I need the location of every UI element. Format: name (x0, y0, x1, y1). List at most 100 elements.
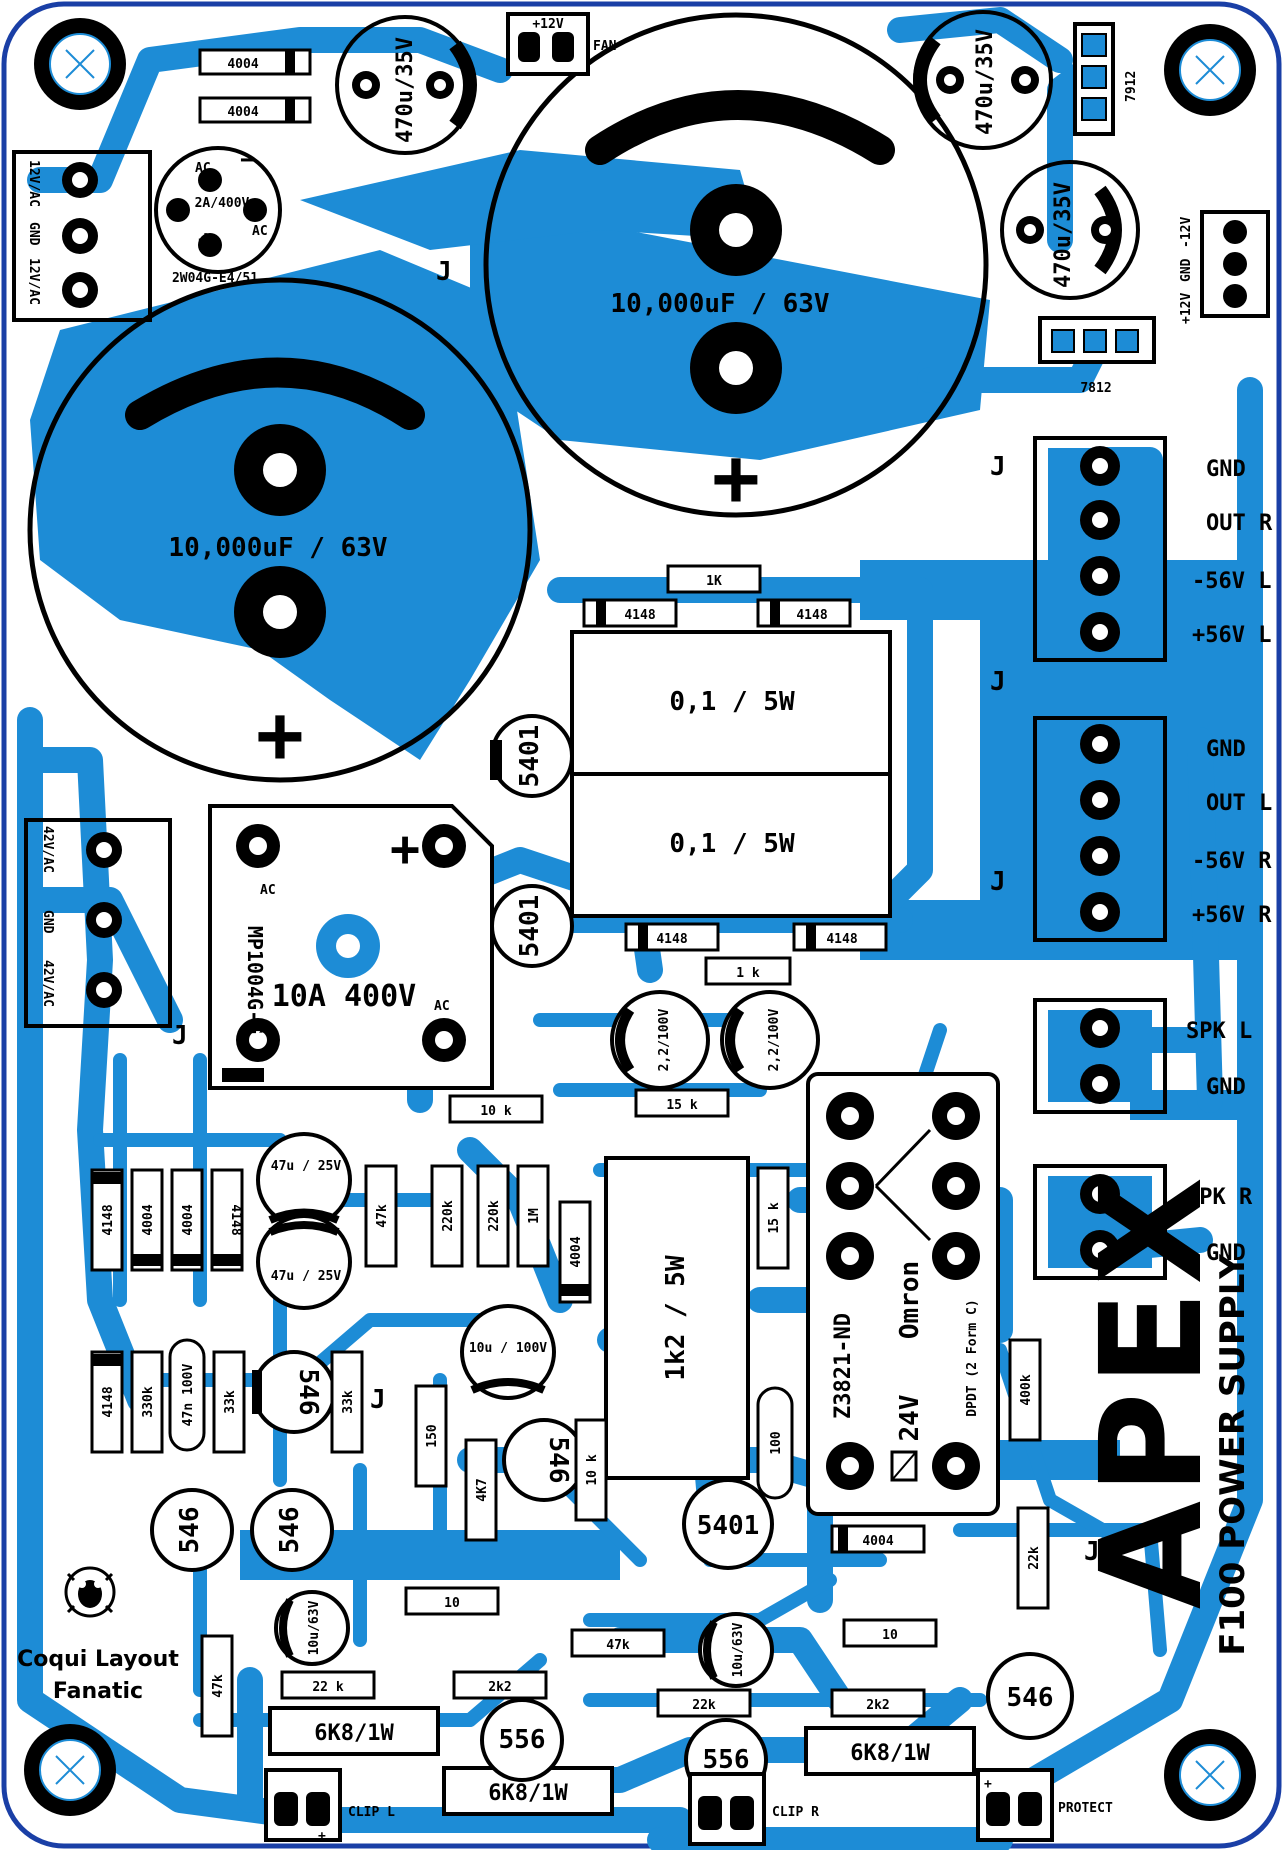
diode-4004-top-a: 4004 (198, 48, 312, 76)
resistor-1k-mid: 1 k (704, 956, 792, 986)
svg-text:10: 10 (444, 1596, 460, 1611)
svg-text:33k: 33k (223, 1390, 238, 1414)
svg-text:330k: 330k (141, 1386, 156, 1417)
regulator-7912: 7912 (1073, 22, 1139, 136)
connector-amp-1: GND OUT R -56V L +56V L (1033, 436, 1273, 662)
capacitor-470u-right: 470u/35V (1000, 160, 1140, 300)
svg-text:400k: 400k (1019, 1374, 1034, 1405)
silkscreen-layer: 10,000uF / 63V + 10,000uF / 63V + 470u/3… (12, 10, 1273, 1846)
diode-5401-b: 5401 (490, 884, 574, 968)
svg-text:7812: 7812 (1080, 381, 1111, 396)
svg-text:4148: 4148 (796, 608, 827, 623)
mounting-hole-bottom-left (24, 1724, 116, 1816)
svg-text:+: + (318, 1829, 326, 1844)
svg-text:546: 546 (293, 1369, 323, 1416)
svg-text:47k: 47k (375, 1204, 390, 1228)
jumper-labels: J J J J J J J (172, 257, 1100, 1567)
resistor-47k-a: 47k (364, 1164, 398, 1268)
diode-4148-top-a: 4148 (582, 598, 678, 628)
svg-text:10 k: 10 k (585, 1454, 600, 1485)
svg-text:15 k: 15 k (767, 1202, 782, 1233)
connector-aux-out: +12V GND -12V (1179, 210, 1270, 324)
svg-text:47u / 25V: 47u / 25V (271, 1269, 342, 1284)
connector-spk-r: SPK R GND (1033, 1164, 1253, 1280)
connector-ac-in-bottom: 42V/AC GND 42V/AC (24, 818, 172, 1028)
fan-pin-label: +12V (532, 17, 563, 32)
amp1-pin-2: OUT R (1206, 511, 1273, 536)
resistor-22k-a: 22 k (280, 1670, 376, 1700)
mounting-hole-top-left (34, 18, 126, 110)
svg-text:4004: 4004 (227, 57, 258, 72)
amp2-pin-2: OUT L (1206, 791, 1272, 816)
diode-4004-left-a: 4004 (130, 1168, 164, 1272)
resistor-1k-top: 1K (666, 564, 762, 594)
svg-text:GND: GND (1179, 258, 1194, 282)
resistor-33k-a: 33k (212, 1350, 246, 1454)
bridge-rectifier-small: AC AC − + 2A/400V 2W04G-E4/51 (154, 145, 282, 286)
svg-text:47k: 47k (211, 1674, 226, 1698)
svg-text:22k: 22k (1027, 1546, 1042, 1570)
capacitor-10u-100v: 10u / 100V (460, 1304, 556, 1400)
svg-text:6K8/1W: 6K8/1W (488, 1781, 568, 1806)
svg-text:AC: AC (260, 883, 276, 898)
diode-4004-top-b: 4004 (198, 96, 312, 124)
regulator-7812: 7812 (1038, 316, 1156, 396)
svg-text:10A 400V: 10A 400V (272, 979, 417, 1014)
resistor-330k: 330k (130, 1350, 164, 1454)
resistor-1m: 1M (516, 1164, 550, 1268)
svg-text:10u/63V: 10u/63V (731, 1622, 746, 1677)
amp1-pin-4: +56V L (1192, 623, 1271, 648)
transistor-546-b: 546 (502, 1418, 586, 1502)
fan-connector: +12V FAN (506, 12, 617, 76)
bridge-big-plus: + (390, 820, 420, 878)
resistor-22k-b: 22k (656, 1688, 752, 1718)
resistor-33k-b: 33k (330, 1350, 364, 1454)
clip-l-label: CLIP L (348, 1805, 395, 1820)
amp2-pin-1: GND (1206, 737, 1246, 762)
resistor-2k2-a: 2k2 (452, 1670, 548, 1700)
big-cap-left-label: 10,000uF / 63V (168, 533, 387, 563)
svg-text:SPK L: SPK L (1186, 1019, 1252, 1044)
diode-5401-c: 5401 (682, 1478, 774, 1570)
svg-text:4148: 4148 (101, 1386, 116, 1417)
bridge-small-plus: + (198, 225, 214, 255)
svg-text:J: J (990, 867, 1006, 897)
resistor-10-b: 10 (842, 1618, 938, 1648)
svg-text:10u/63V: 10u/63V (307, 1600, 322, 1655)
bridge-small-ac1: AC (195, 161, 211, 176)
svg-text:42V/AC: 42V/AC (40, 826, 55, 873)
diode-4148-left-a: 4148 (90, 1168, 124, 1272)
mounting-hole-top-right (1164, 24, 1256, 116)
svg-text:4148: 4148 (826, 932, 857, 947)
svg-text:12V/AC: 12V/AC (26, 258, 41, 305)
svg-text:42V/AC: 42V/AC (40, 960, 55, 1007)
protect-label: PROTECT (1058, 1801, 1113, 1816)
capacitor-470u-top-right: 470u/35V (913, 10, 1053, 150)
svg-text:15 k: 15 k (666, 1098, 697, 1113)
resistor-47k-c: 47k (200, 1634, 234, 1738)
resistor-4k7: 4K7 (464, 1438, 498, 1542)
svg-text:4004: 4004 (862, 1534, 893, 1549)
bridge-small-ac2: AC (252, 224, 268, 239)
svg-text:GND: GND (1206, 1241, 1246, 1266)
svg-text:22 k: 22 k (312, 1680, 343, 1695)
transistor-546-e: 546 (986, 1652, 1074, 1740)
svg-text:MP1004G-G: MP1004G-G (243, 926, 267, 1034)
svg-text:5401: 5401 (697, 1511, 760, 1541)
brand-logo: APEX F100 POWER SUPPLY (1071, 1171, 1253, 1656)
svg-text:2k2: 2k2 (866, 1698, 889, 1713)
capacitor-47n: 47n 100V (168, 1338, 206, 1452)
amp2-pin-4: +56V R (1192, 903, 1272, 928)
connector-clip-l: + CLIP L (264, 1768, 395, 1844)
svg-text:J: J (370, 1385, 386, 1415)
resistor-100: 100 (756, 1386, 794, 1500)
capacitor-10u-63v-b: 10u/63V (698, 1612, 774, 1688)
author-line-1: Coqui Layout (17, 1647, 179, 1672)
resistor-400k: 400k (1008, 1338, 1042, 1442)
svg-text:546: 546 (543, 1437, 573, 1484)
svg-text:GND: GND (1206, 1075, 1246, 1100)
transistor-546-d: 546 (250, 1488, 334, 1572)
svg-text:6K8/1W: 6K8/1W (850, 1741, 930, 1766)
resistor-220k-a: 220k (430, 1164, 464, 1268)
